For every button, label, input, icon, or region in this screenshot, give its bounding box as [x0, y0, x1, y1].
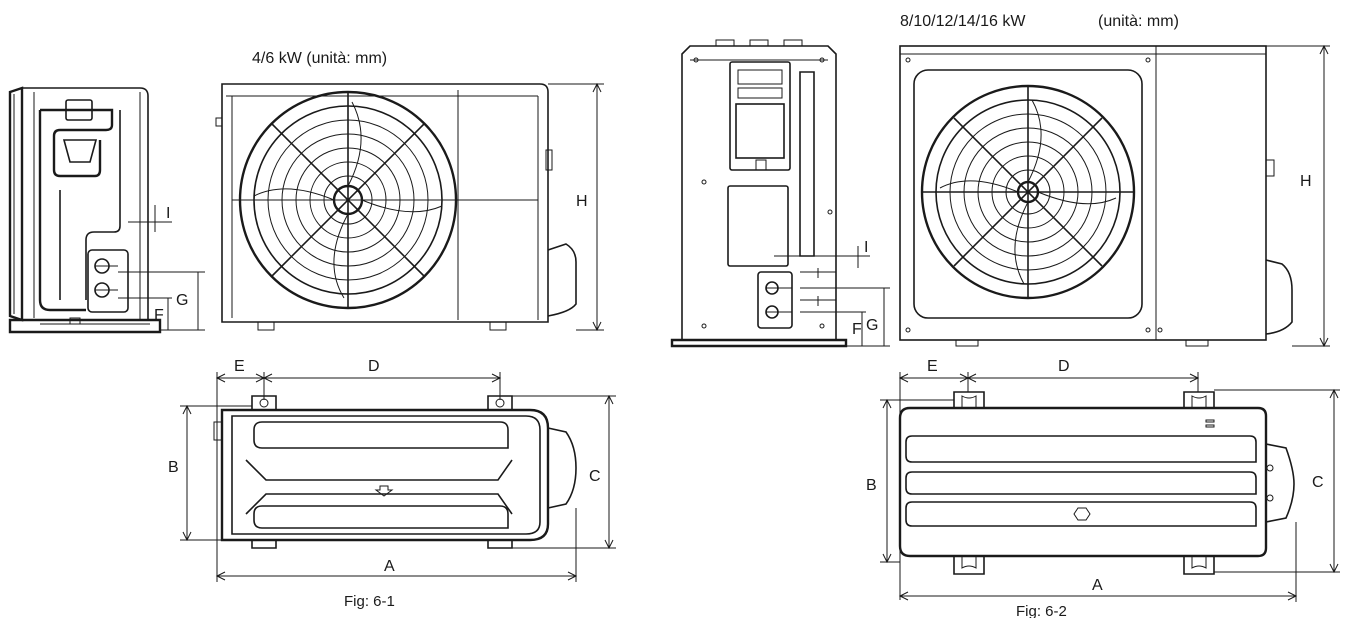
fig1-label-c: C: [589, 468, 601, 485]
fig2-label-a: A: [1092, 577, 1103, 594]
fig2-side-view: I F G: [670, 39, 890, 348]
drain-outlet-icon: [1073, 507, 1091, 521]
fig1-label-h: H: [576, 193, 588, 210]
fig1-label-g: G: [176, 292, 188, 309]
fig2-unit-text: (unità: mm): [1098, 13, 1179, 30]
fig2-title-text: 8/10/12/14/16 kW: [900, 13, 1026, 30]
fig1-label-f: F: [154, 307, 164, 324]
fig2-label-b: B: [866, 477, 877, 494]
fig1-front-view: H: [215, 82, 604, 332]
drain-outlet-icon: [374, 485, 394, 497]
fig1-side-view: I F G: [8, 86, 205, 334]
fig2-front-view: H: [899, 44, 1330, 348]
fig2-label-f: F: [852, 321, 862, 338]
fan-grille-icon: [232, 90, 538, 310]
fig1-label-a: A: [384, 558, 395, 575]
fig2-label-g: G: [866, 317, 878, 334]
fig2-title: 8/10/12/14/16 kW (unità: mm): [900, 13, 1179, 30]
fan-grille-icon: [920, 84, 1136, 300]
fig2-label-e: E: [927, 358, 938, 375]
fig2-label-i: I: [864, 239, 868, 256]
fig2-label-c: C: [1312, 474, 1324, 491]
fig1-label-i: I: [166, 205, 170, 222]
valve-connection-icon: [94, 258, 118, 298]
fig1-title-text: 4/6 kW (unità: mm): [252, 50, 387, 67]
fig1-label-e: E: [234, 358, 245, 375]
valve-connection-icon: [765, 281, 792, 319]
fig2-top-view: E D B C: [866, 358, 1340, 602]
fig1-label-d: D: [368, 358, 380, 375]
fig1-caption: Fig: 6-1: [344, 593, 395, 610]
fig1-top-view: E D B C: [168, 358, 616, 582]
fig2-label-d: D: [1058, 358, 1070, 375]
fig2-caption: Fig: 6-2: [1016, 603, 1067, 618]
fig2-label-h: H: [1300, 173, 1312, 190]
fig1-title: 4/6 kW (unità: mm): [252, 50, 387, 67]
fig1-label-b: B: [168, 459, 179, 476]
